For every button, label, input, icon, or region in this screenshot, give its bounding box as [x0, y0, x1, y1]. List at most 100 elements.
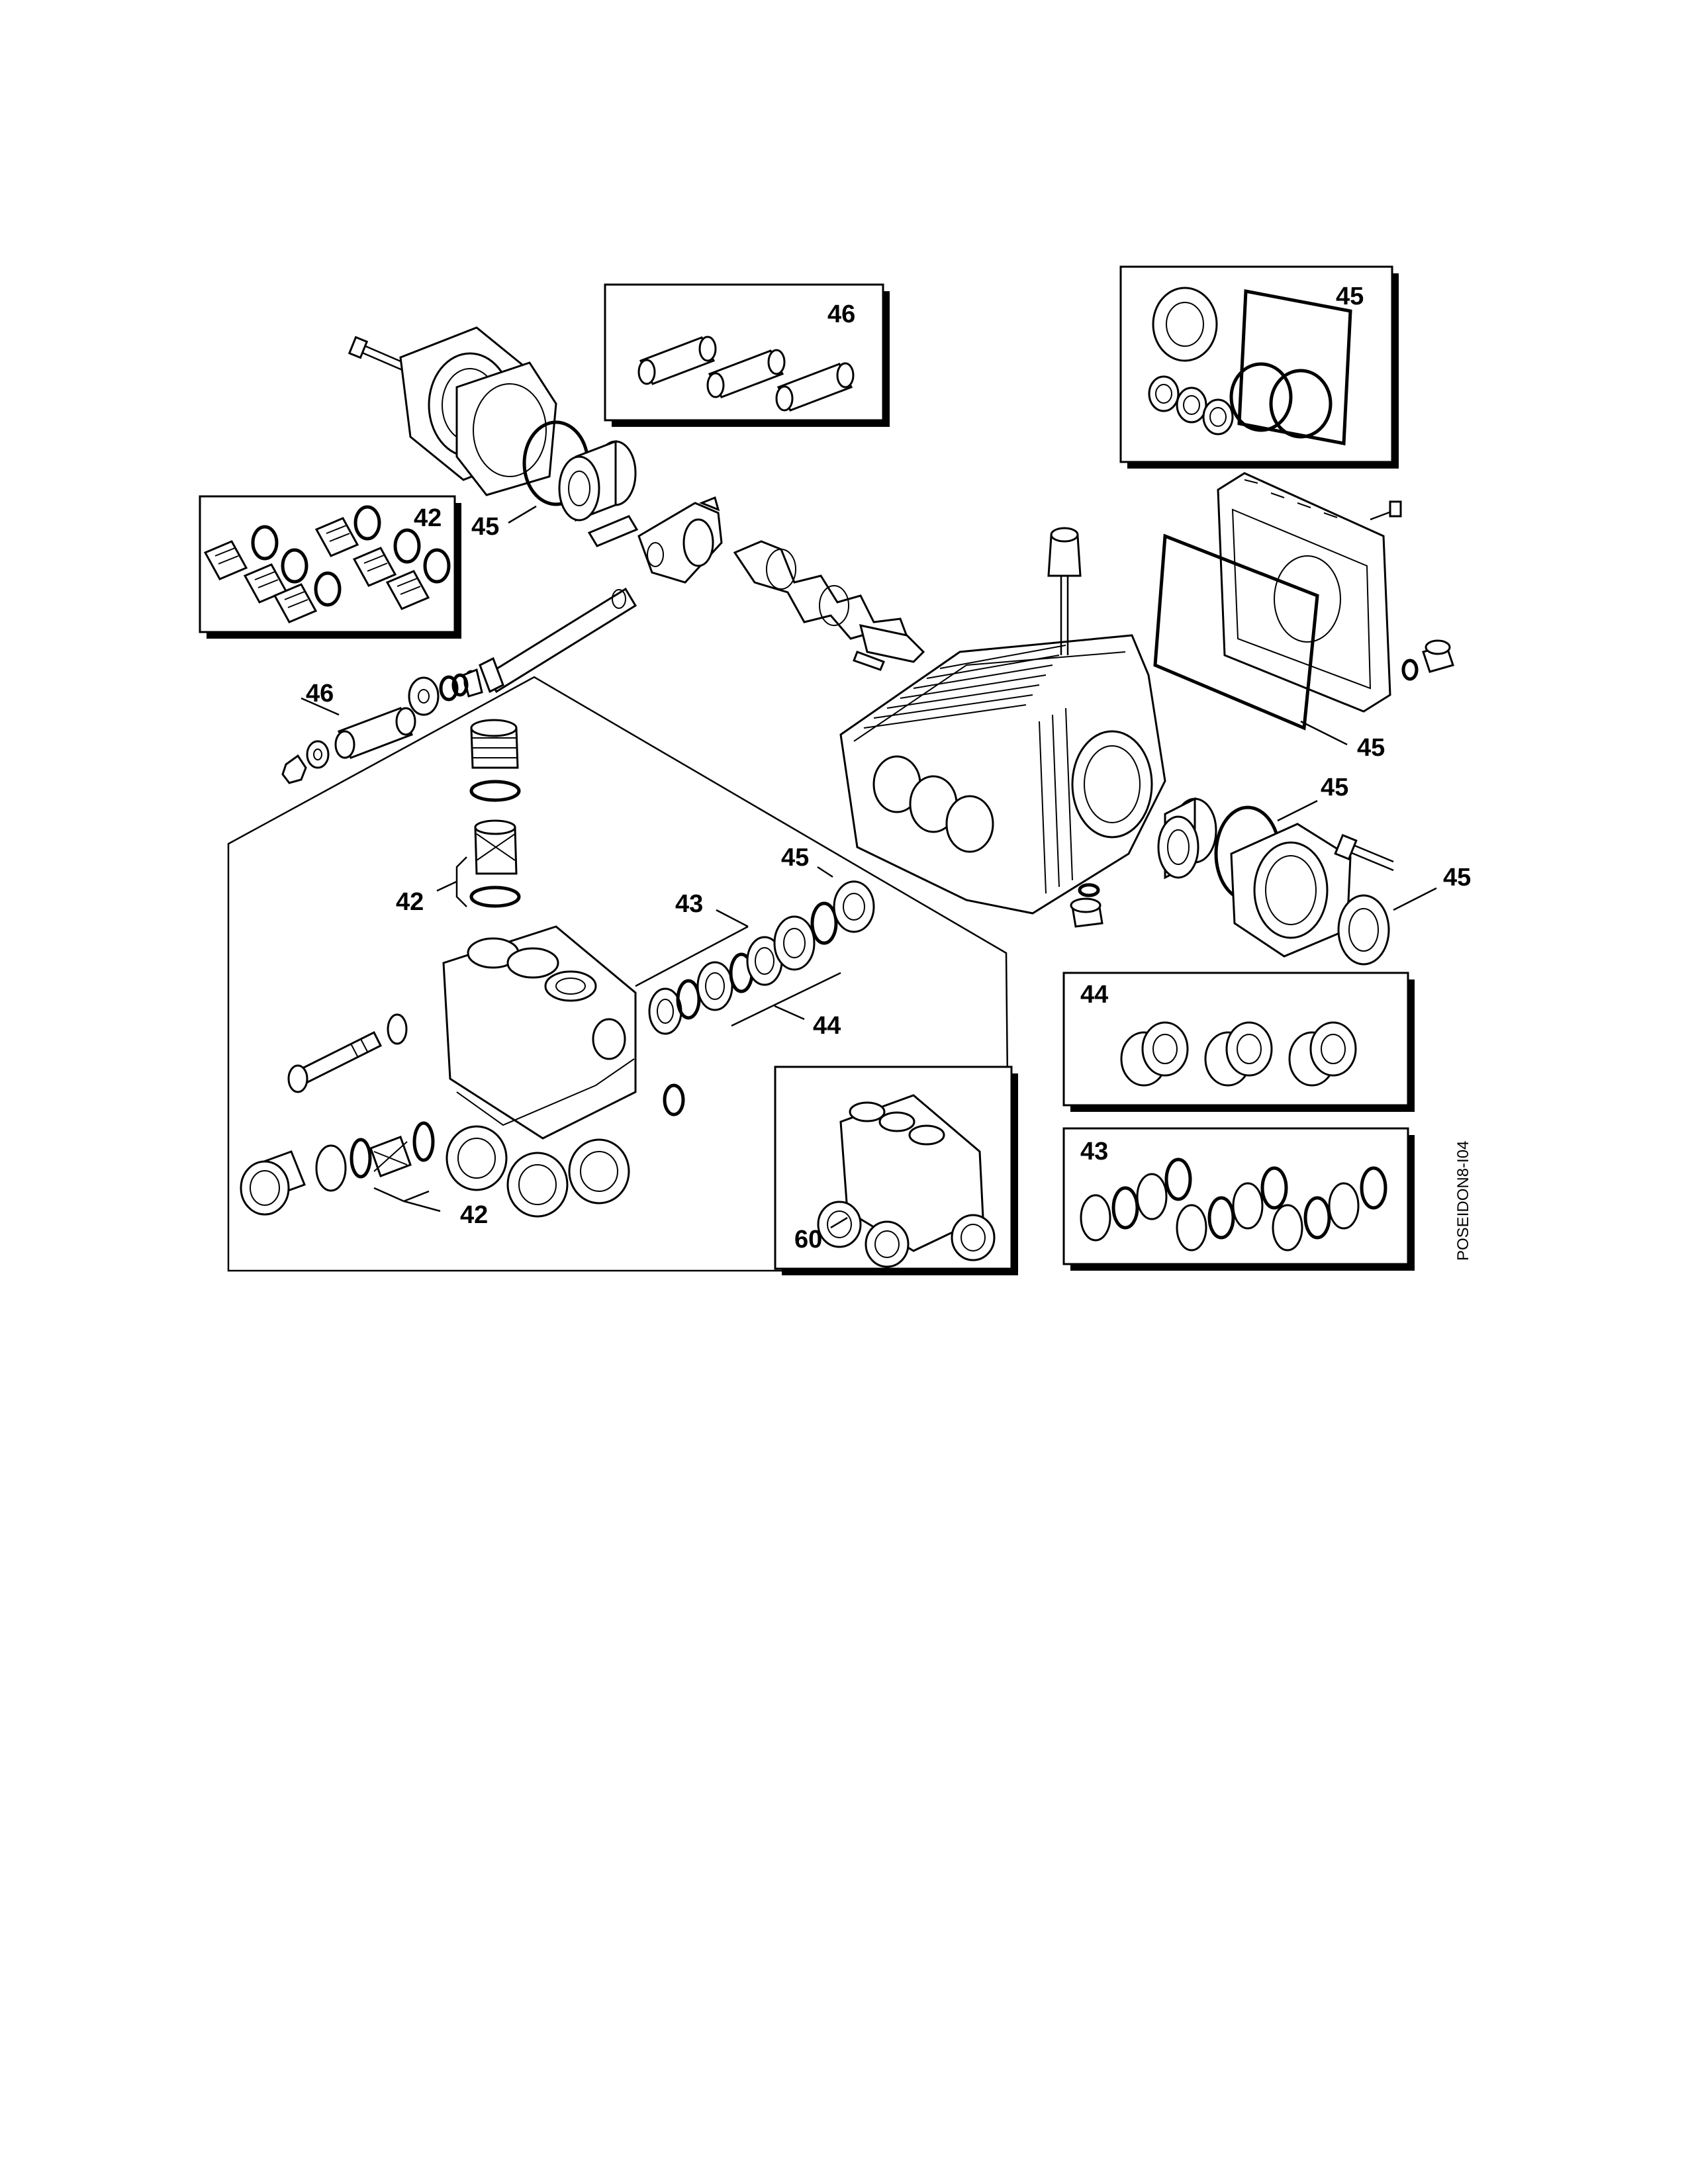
leader-42-upper	[436, 856, 467, 907]
oil-dipstick	[1047, 527, 1082, 655]
valve-lower-o-ring-1	[350, 1138, 372, 1179]
manifold-port-3	[544, 970, 597, 1002]
drain-plug-rear	[1401, 639, 1454, 681]
manifold-bolt	[287, 1030, 383, 1093]
plunger-o-ring-2	[451, 673, 469, 697]
packing-ring-2	[696, 961, 733, 1011]
manifold-outlet-2	[506, 1152, 569, 1218]
front-bearing	[558, 439, 637, 522]
valve-plug-lower-seal	[315, 1144, 347, 1192]
cover-gasket-square	[1237, 289, 1352, 445]
plunger-washer-2	[306, 740, 330, 769]
kit-60-label: 60	[794, 1226, 822, 1253]
kit-60-box: 60	[774, 1066, 1018, 1275]
leader-60	[830, 1216, 848, 1229]
o-ring-kit-43-row-2	[1176, 1166, 1288, 1251]
kit-43-box: 43	[1062, 1127, 1415, 1271]
wrist-pin	[587, 515, 639, 547]
o-ring-kit-45-1	[1229, 362, 1293, 432]
ref-43-packing: 43	[675, 890, 703, 918]
drawing-code: POSEIDON8-I04	[1454, 1141, 1472, 1261]
ref-45-bearing-oring: 45	[1321, 774, 1348, 801]
plunger-stack: 46	[281, 680, 416, 784]
ref-46-plunger: 46	[306, 680, 334, 707]
shaft-key	[853, 651, 885, 671]
o-ring-kit-43-row-3	[1272, 1166, 1387, 1251]
oil-seal-large	[1152, 287, 1218, 362]
plunger-washer	[408, 676, 440, 716]
front-flange-assembly: 45	[348, 326, 637, 541]
ref-42-lower-valve: 42	[460, 1201, 488, 1229]
plunger-o-ring-1	[439, 675, 459, 702]
packing-retainer	[773, 915, 816, 971]
manifold-port-2	[506, 947, 559, 979]
manifold-outlet-1	[445, 1125, 508, 1191]
bolt-lock-washer	[387, 1013, 408, 1045]
packing-stack: 43 44 45	[635, 844, 875, 1040]
piston-rod-assembly	[408, 587, 637, 716]
kit-42-label: 42	[414, 504, 442, 532]
valve-1	[203, 525, 279, 580]
oil-seal-small-2	[1176, 387, 1207, 424]
leader-42-lower	[373, 1187, 441, 1212]
manifold	[442, 925, 637, 1218]
ref-45-shaft-seal: 45	[1443, 864, 1471, 891]
crankshaft	[733, 540, 925, 663]
packing-o-ring-1	[676, 979, 701, 1020]
drain-plug-bottom	[1070, 883, 1103, 928]
crankcase	[839, 634, 1166, 915]
leader-45-shaft-seal	[1393, 887, 1437, 911]
valve-3	[273, 571, 342, 623]
side-flange	[1230, 823, 1352, 958]
valve-seat-o-ring	[469, 886, 521, 908]
leader-44	[731, 972, 841, 1027]
ref-44-packing: 44	[813, 1012, 841, 1040]
leader-46-plunger	[301, 697, 340, 716]
rear-cover	[1217, 472, 1402, 713]
kit-45-box: 45	[1119, 265, 1399, 469]
ref-45-cover-gasket: 45	[1357, 734, 1385, 762]
manifold-complete	[817, 1094, 996, 1268]
o-ring-kit-43-row-1	[1080, 1158, 1192, 1242]
manifold-outlet-3	[568, 1138, 630, 1205]
valve-lower-o-ring-2	[412, 1121, 435, 1162]
o-ring-kit-45-2	[1269, 369, 1333, 439]
ref-45-packing: 45	[781, 844, 809, 872]
kit-45-label: 45	[1336, 283, 1364, 310]
kit-44-box: 44	[1062, 972, 1415, 1112]
plunger-1	[637, 336, 717, 385]
plunger-oil-seal	[833, 880, 875, 933]
valve-5	[352, 528, 421, 587]
upper-valve-stack: 42	[396, 719, 521, 916]
leader-45-bearing-oring	[1277, 799, 1318, 822]
plunger-3	[775, 362, 855, 412]
leader-45-packing	[817, 866, 833, 878]
crankcase-bore-3	[945, 795, 994, 853]
side-flange-bolt	[1334, 834, 1394, 872]
rear-cover-gasket	[1153, 533, 1319, 731]
connecting-rod-assembly	[587, 496, 723, 584]
packing-kit-44-1	[1120, 1021, 1189, 1087]
lower-valve-stack: 42	[240, 1121, 488, 1229]
valve-plug-lower	[240, 1150, 306, 1216]
flange-bolt	[360, 343, 404, 364]
valve-plug-o-ring	[469, 780, 521, 802]
oil-seal-small-1	[1148, 375, 1180, 412]
plunger-2	[706, 349, 786, 398]
ref-42-upper-valve: 42	[396, 888, 424, 916]
packing-kit-44-3	[1288, 1021, 1357, 1087]
kit-44-label: 44	[1080, 981, 1108, 1009]
packing-o-ring-3	[810, 901, 838, 945]
valve-4	[314, 505, 381, 557]
oil-seal-small-3	[1202, 398, 1234, 435]
kit-43-label: 43	[1080, 1138, 1108, 1165]
manifold-side-o-ring	[663, 1083, 685, 1116]
kit-46-box: 46	[604, 283, 890, 427]
flange-gasket	[455, 361, 557, 496]
plunger-nut	[281, 754, 307, 784]
kit-42-box: 42	[199, 495, 461, 639]
packing-kit-44-2	[1204, 1021, 1273, 1087]
leader-45-front	[508, 505, 537, 524]
leader-43	[635, 909, 749, 987]
